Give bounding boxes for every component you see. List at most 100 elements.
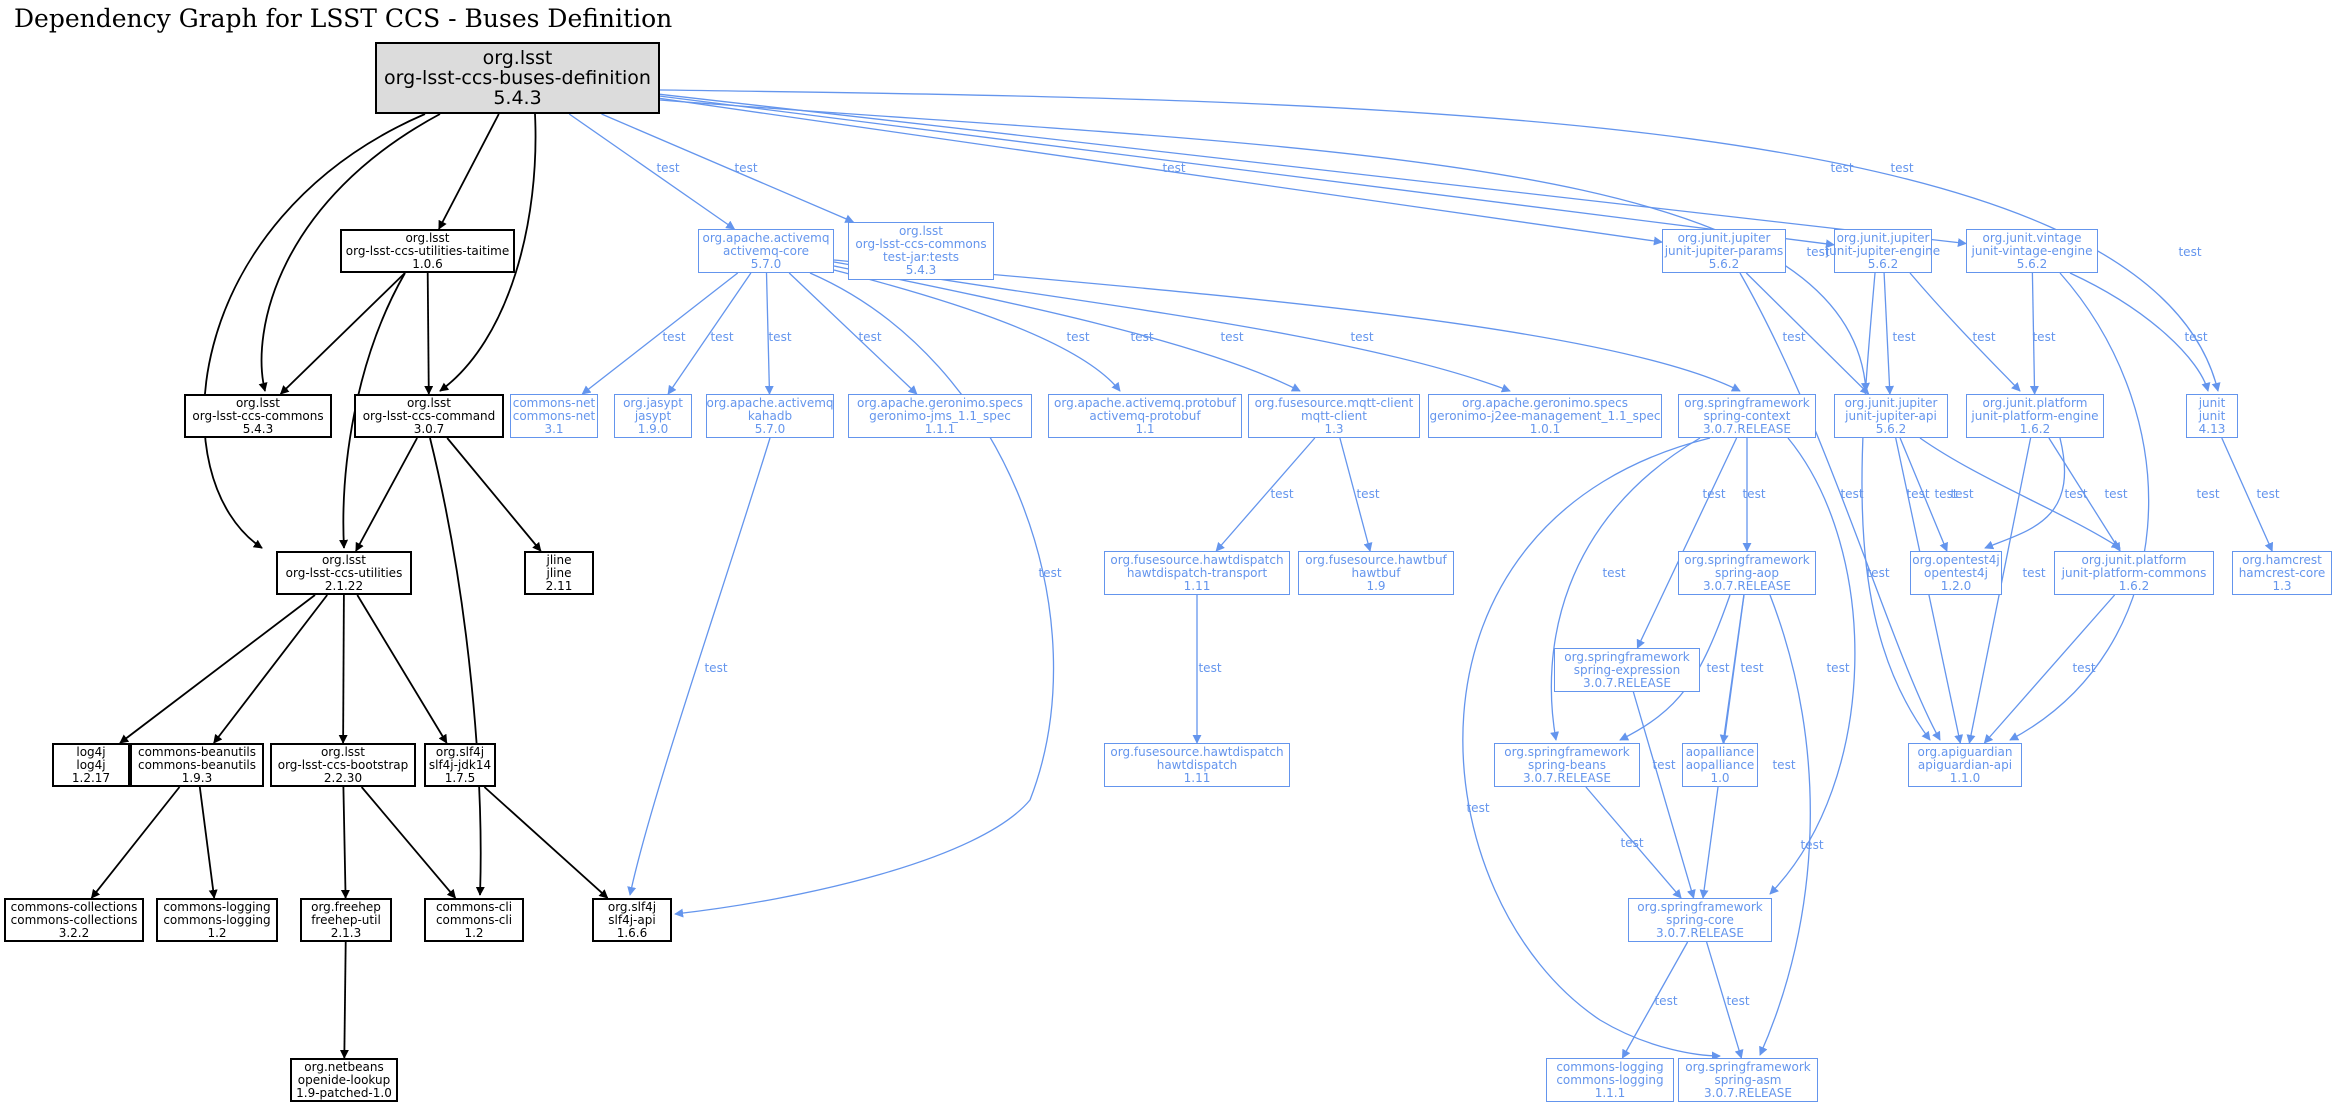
edge-utilities-to-bootstrap — [338, 594, 348, 744]
node-pengine-line-0: org.junit.platform — [1982, 395, 2088, 410]
node-mqtt-line-2: 1.3 — [1324, 421, 1344, 436]
node-bootstrap-line-0: org.lsst — [320, 744, 366, 759]
node-hdtransport-line-0: org.fusesource.hawtdispatch — [1110, 552, 1284, 567]
node-hdtransport-line-1: hawtdispatch-transport — [1126, 565, 1268, 580]
node-expression-line-0: org.springframework — [1564, 649, 1690, 664]
edge-label-jparams-to-japi: test — [1782, 330, 1806, 344]
node-logging-line-0: commons-logging — [163, 899, 271, 914]
edge-root-to-junit — [659, 89, 2221, 392]
edge-context-to-asm — [1462, 437, 1721, 1061]
diagram-title: Dependency Graph for LSST CCS - Buses De… — [14, 4, 673, 33]
node-j2ee-line-0: org.apache.geronimo.specs — [1462, 395, 1628, 410]
node-j2ee-line-2: 1.0.1 — [1529, 421, 1561, 436]
node-beanutils-line-1: commons-beanutils — [137, 757, 257, 772]
node-beanutils-line-2: 1.9.3 — [181, 770, 213, 785]
node-collections-line-0: commons-collections — [10, 899, 138, 914]
node-opentest4j-line-0: org.opentest4j — [1912, 552, 2000, 567]
edge-context-to-expression — [1636, 437, 1738, 649]
node-hawtdispatch-line-0: org.fusesource.hawtdispatch — [1110, 744, 1284, 759]
node-jline-line-1: jline — [546, 565, 572, 580]
edge-root-to-amqcore — [568, 113, 736, 230]
node-commons-line-2: 5.4.3 — [242, 421, 274, 436]
edge-label-pengine-to-opentest4j: test — [2064, 487, 2088, 501]
edge-japi-to-pcommons — [1919, 437, 2121, 549]
node-command-line-2: 3.0.7 — [413, 421, 445, 436]
node-hamcrest-line-2: 1.3 — [2272, 578, 2292, 593]
edge-label-root-to-vintage: test — [1890, 161, 1914, 175]
edge-freehep-to-openide — [339, 941, 349, 1059]
edge-root-to-commons — [258, 113, 441, 392]
edge-bootstrap-to-freehep — [340, 786, 350, 899]
edge-root-to-taitime — [438, 113, 500, 230]
edge-label-jengine-to-apiguardian: test — [1866, 566, 1890, 580]
edge-command-to-jline — [446, 437, 542, 552]
node-command-line-0: org.lsst — [406, 395, 452, 410]
edge-pcommons-to-apiguardian — [1983, 594, 2116, 744]
node-cli-line-1: commons-cli — [435, 912, 513, 927]
edge-utilities-to-slf4jjdk — [356, 594, 448, 744]
node-commonsnet-line-0: commons-net — [512, 395, 596, 410]
edge-mqtt-to-hawtbuf — [1339, 437, 1373, 552]
edge-jengine-to-pengine — [1909, 272, 2021, 392]
node-taitime-line-2: 1.0.6 — [412, 256, 443, 271]
node-jasypt-line-1: jasypt — [634, 408, 672, 423]
edge-label-jengine-to-pengine: test — [1972, 330, 1996, 344]
node-collections-line-2: 3.2.2 — [58, 925, 90, 940]
node-freehep-line-2: 2.1.3 — [330, 925, 362, 940]
edge-label-amqcore-to-commonsnet: test — [662, 330, 686, 344]
node-openide-line-1: openide-lookup — [297, 1072, 391, 1087]
node-beans-line-2: 3.0.7.RELEASE — [1523, 770, 1611, 785]
edge-label-mqtt-to-hdtransport: test — [1270, 487, 1294, 501]
edge-amqcore-to-slf4japi — [674, 272, 1055, 918]
node-aop-line-0: org.springframework — [1684, 552, 1810, 567]
edge-command-to-cli — [429, 437, 485, 896]
node-amqcore-line-2: 5.7.0 — [750, 256, 782, 271]
node-japi-line-1: junit-jupiter-api — [1845, 408, 1937, 423]
edge-label-aop-to-beans: test — [1706, 661, 1730, 675]
node-hamcrest-line-1: hamcrest-core — [2238, 565, 2326, 580]
node-slf4japi-line-0: org.slf4j — [607, 899, 657, 914]
node-context-line-0: org.springframework — [1684, 395, 1810, 410]
edges-layer — [90, 89, 2274, 1061]
node-springcore-line-0: org.springframework — [1637, 899, 1763, 914]
edge-root-to-utilities — [203, 113, 426, 549]
edge-label-springcore-to-asm: test — [1726, 994, 1750, 1008]
edge-japi-to-opentest4j — [1899, 437, 1948, 552]
node-springcore-line-2: 3.0.7.RELEASE — [1656, 925, 1744, 940]
node-jms-line-1: geronimo-jms_1.1_spec — [869, 408, 1011, 423]
node-hawtbuf-line-1: hawtbuf — [1351, 565, 1401, 580]
node-amqcore-line-1: activemq-core — [722, 243, 810, 258]
node-logging11-line-1: commons-logging — [1556, 1072, 1664, 1087]
node-mqtt-line-0: org.fusesource.mqtt-client — [1254, 395, 1414, 410]
node-jengine-line-0: org.junit.jupiter — [1836, 230, 1930, 245]
edge-mqtt-to-hdtransport — [1215, 437, 1316, 552]
node-vintage-line-2: 5.6.2 — [2016, 256, 2048, 271]
node-utilities-line-1: org-lsst-ccs-utilities — [285, 565, 403, 580]
node-commonsnet-line-2: 3.1 — [544, 421, 564, 436]
node-kahadb-line-0: org.apache.activemq — [706, 395, 834, 410]
edge-amqcore-to-j2ee — [833, 261, 1511, 393]
edge-label-amqcore-to-j2ee: test — [1220, 330, 1244, 344]
node-commonstest-line-3: 5.4.3 — [905, 263, 937, 277]
edge-springcore-to-logging11 — [1621, 941, 1689, 1059]
node-jparams-line-0: org.junit.jupiter — [1677, 230, 1771, 245]
node-protobuf-line-1: activemq-protobuf — [1089, 408, 1201, 423]
edge-root-to-commonstest — [601, 113, 855, 223]
